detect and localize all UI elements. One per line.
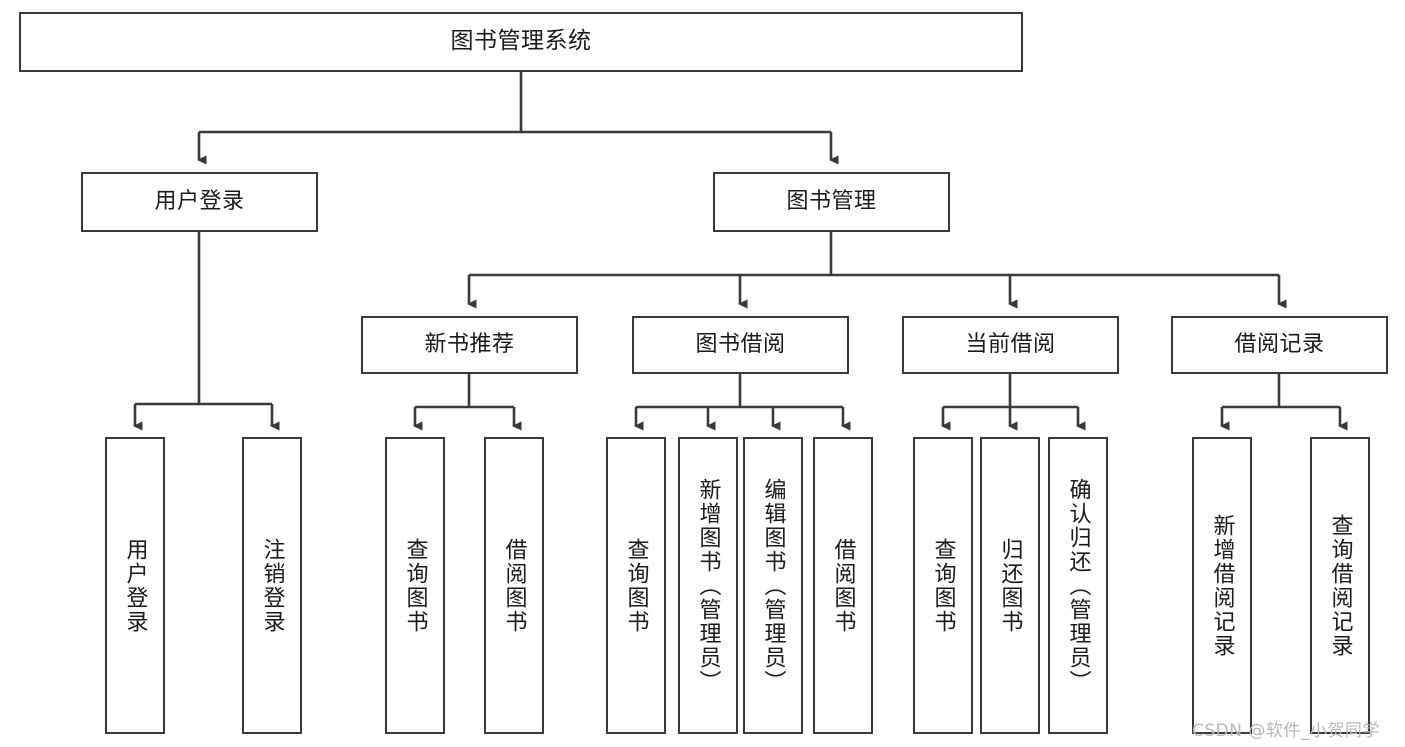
node-label: 查询图书 [623,537,649,634]
leaf-book-borrow-add[interactable]: 新增图书（管理员） [678,437,738,734]
node-label: 注销登录 [259,537,285,634]
node-current-borrow[interactable]: 当前借阅 [902,316,1119,374]
node-borrow-record[interactable]: 借阅记录 [1171,316,1388,374]
node-label: 用户登录 [154,188,245,214]
leaf-book-borrow-query[interactable]: 查询图书 [606,437,666,734]
node-label: 编辑图书（管理员） [760,477,786,694]
node-label: 图书管理系统 [450,28,592,55]
node-book-borrow[interactable]: 图书借阅 [632,316,849,374]
node-book-management[interactable]: 图书管理 [713,172,950,232]
leaf-new-book-borrow[interactable]: 借阅图书 [484,437,544,734]
node-label: 用户登录 [122,537,148,634]
leaf-current-borrow-confirm[interactable]: 确认归还（管理员） [1048,437,1108,734]
leaf-borrow-record-add[interactable]: 新增借阅记录 [1192,437,1252,734]
node-label: 新增图书（管理员） [695,477,721,694]
node-user-login[interactable]: 用户登录 [81,172,318,232]
node-label: 当前借阅 [965,331,1056,357]
leaf-user-login-signin[interactable]: 用户登录 [105,437,165,734]
node-label: 查询图书 [930,537,956,634]
node-label: 借阅图书 [830,537,856,634]
node-label: 查询图书 [402,537,428,634]
node-label: 新增借阅记录 [1209,513,1235,658]
node-label: 图书借阅 [695,331,786,357]
node-root-system[interactable]: 图书管理系统 [19,12,1023,72]
node-label: 确认归还（管理员） [1065,477,1091,694]
node-label: 归还图书 [997,537,1023,634]
node-label: 借阅图书 [501,537,527,634]
leaf-borrow-record-query[interactable]: 查询借阅记录 [1310,437,1370,734]
node-label: 查询借阅记录 [1327,513,1353,658]
leaf-book-borrow-edit[interactable]: 编辑图书（管理员） [743,437,803,734]
node-new-book-recommend[interactable]: 新书推荐 [361,316,578,374]
node-label: 图书管理 [786,188,877,214]
leaf-book-borrow-lend[interactable]: 借阅图书 [813,437,873,734]
leaf-current-borrow-query[interactable]: 查询图书 [913,437,973,734]
leaf-new-book-query[interactable]: 查询图书 [385,437,445,734]
leaf-user-login-logout[interactable]: 注销登录 [242,437,302,734]
leaf-current-borrow-return[interactable]: 归还图书 [980,437,1040,734]
node-label: 新书推荐 [424,331,515,357]
node-label: 借阅记录 [1234,331,1325,357]
